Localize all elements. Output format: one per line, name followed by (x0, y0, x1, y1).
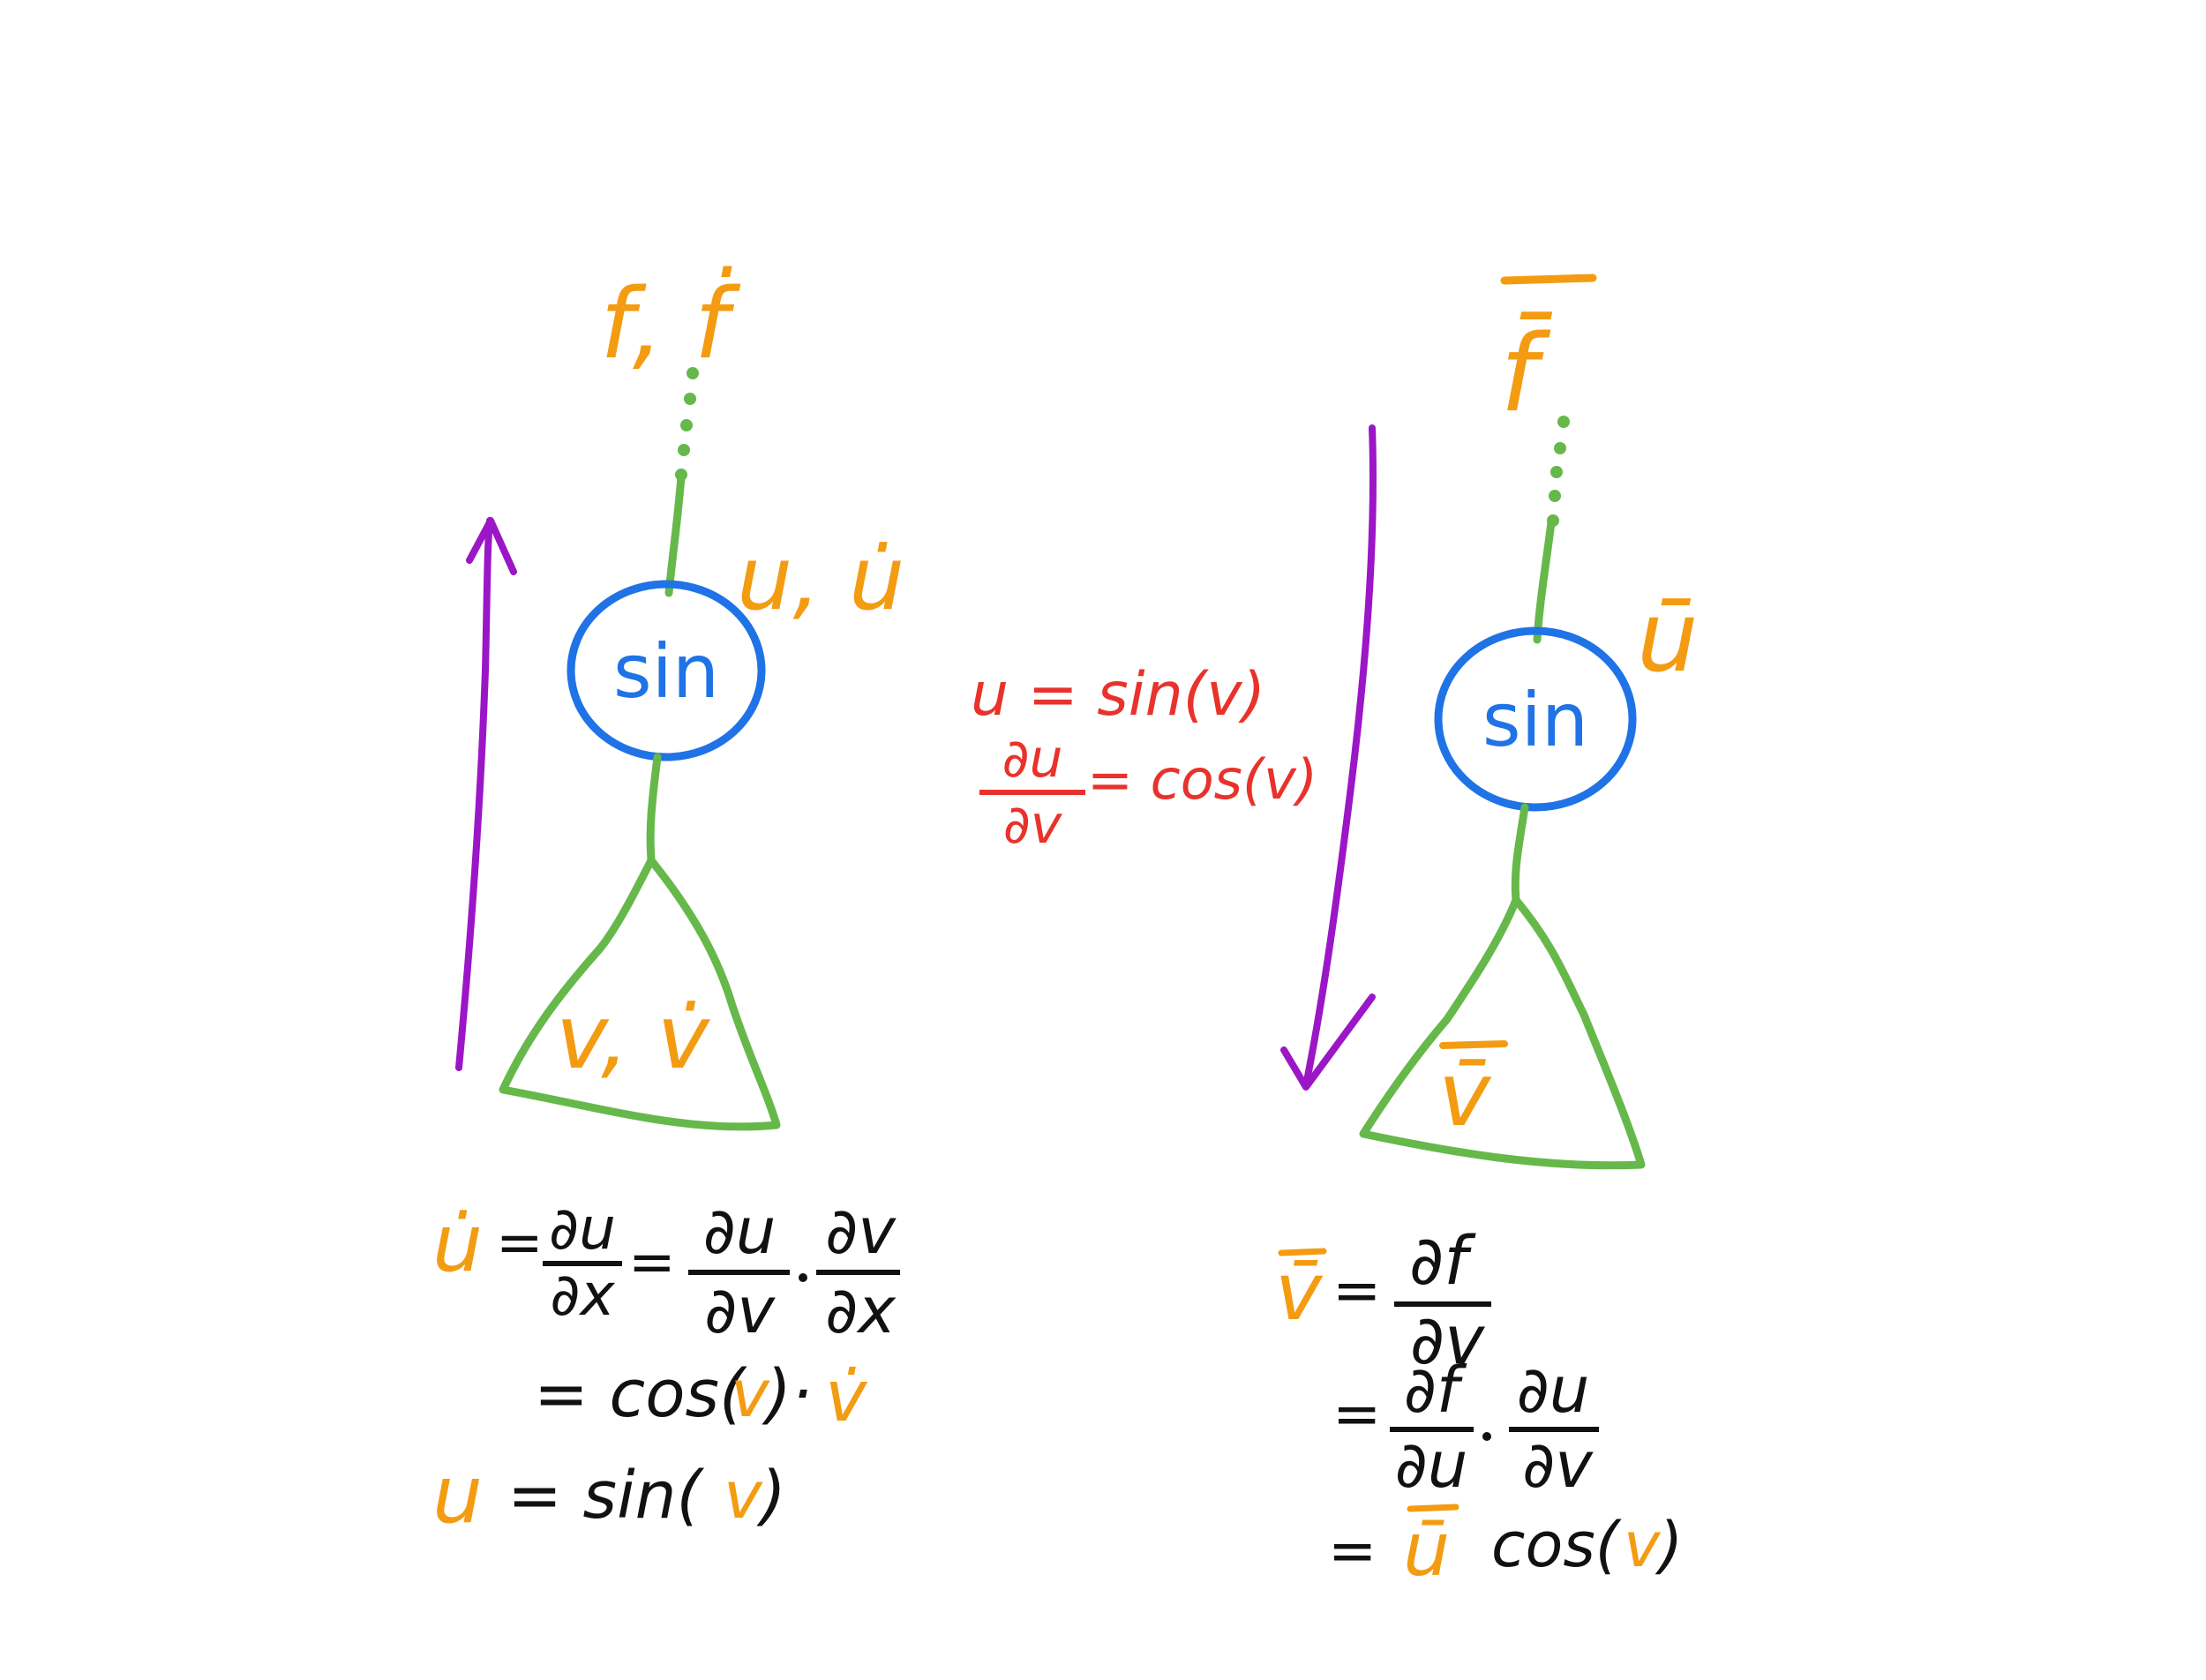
forward-eq1-frac2-den: ∂v (704, 1273, 776, 1347)
reverse-equation-result: = ū cos( v ) (1328, 1504, 1683, 1593)
forward-mode-panel: f, ḟ sin u, u̇ v, v̇ u̇ = ∂u ∂x (432, 266, 904, 1541)
reverse-eq3-arg: v (1624, 1509, 1662, 1581)
forward-eq1-frac2-num: ∂u (703, 1194, 777, 1268)
forward-output-dotted-edge (675, 367, 699, 481)
forward-output-label: f, ḟ (600, 266, 741, 380)
reverse-input-bar (1439, 1040, 1508, 1049)
forward-eq1-equals-2: = (628, 1230, 676, 1295)
reverse-eq1-den: ∂v (1410, 1301, 1485, 1379)
reverse-output-bar (1500, 274, 1597, 285)
forward-direction-arrow-icon (455, 517, 517, 1071)
reverse-sin-node: sin (1434, 626, 1637, 812)
reverse-eq1-lhs: v̄ (1275, 1246, 1324, 1339)
derivative-note: u = sin(v) ∂u ∂v = cos(v) (971, 660, 1317, 856)
forward-equation-tangent: u̇ = ∂u ∂x = ∂u ∂v ∂v ∂x (432, 1194, 900, 1347)
forward-eq1-equals-1: = (496, 1211, 544, 1276)
forward-equation-primal: u = sin( v ) (432, 1449, 786, 1541)
forward-output-edge (664, 472, 686, 597)
reverse-eq2-frac2-den: ∂v (1522, 1428, 1594, 1502)
reverse-sin-node-label: sin (1482, 677, 1588, 763)
reverse-eq3-mid: cos( (1491, 1509, 1622, 1581)
forward-eq2-vdot: v̇ (825, 1355, 868, 1437)
derivative-note-line2-rhs: = cos(v) (1087, 747, 1317, 812)
forward-equation-cos: = cos( v )· v̇ (534, 1355, 868, 1437)
reverse-mode-panel: f̄ sin ū v̄ v̄ = ∂f (1275, 274, 1699, 1593)
forward-eq1-frac3-num: ∂v (825, 1194, 897, 1268)
reverse-eq2-frac1-den: ∂u (1395, 1428, 1468, 1502)
reverse-output-label: f̄ (1500, 311, 1552, 436)
derivative-note-line1: u = sin(v) (971, 660, 1265, 730)
reverse-eq3-suffix: ) (1654, 1509, 1683, 1581)
reverse-eq3-ubar: ū (1403, 1506, 1450, 1593)
reverse-output-edge (1533, 518, 1556, 644)
reverse-eq1-num: ∂f (1409, 1221, 1476, 1300)
forward-eq1-lhs: u̇ (432, 1197, 483, 1290)
forward-eq3-suffix: ) (756, 1458, 786, 1534)
reverse-eq3-equals: = (1328, 1517, 1377, 1585)
forward-eq3-arg: v (724, 1458, 763, 1534)
derivative-note-frac-num: ∂u (1002, 728, 1062, 790)
forward-input-value: v, v̇ (556, 986, 711, 1089)
reverse-eq1-equals: = (1332, 1256, 1381, 1324)
forward-input-edge (646, 753, 662, 865)
reverse-output-dotted-edge (1547, 416, 1570, 527)
reverse-input-edge (1511, 803, 1529, 904)
forward-eq2-prefix: = cos( (534, 1356, 747, 1432)
reverse-eq2-frac2-num: ∂u (1517, 1353, 1590, 1427)
forward-eq2-suffix: )· (762, 1356, 812, 1432)
reverse-eq2-equals: = (1332, 1380, 1381, 1448)
forward-node-value: u, u̇ (737, 527, 904, 630)
reverse-equation-chain: = ∂f ∂u ∂u ∂v (1332, 1353, 1599, 1502)
forward-eq3-lhs: u (432, 1449, 483, 1541)
derivative-note-frac-den: ∂v (1003, 794, 1063, 856)
forward-eq1-frac3-den: ∂x (825, 1273, 897, 1347)
forward-eq2-arg: v (731, 1356, 770, 1432)
reverse-input-value: v̄ (1438, 1043, 1492, 1146)
forward-eq1-frac1-den: ∂x (550, 1261, 615, 1329)
forward-sin-node: sin (567, 580, 766, 761)
forward-input-subgraph (499, 856, 781, 1131)
reverse-direction-arrow-icon (1280, 424, 1377, 1091)
forward-eq3-mid: = sin( (507, 1458, 705, 1534)
reverse-eq2-frac1-num: ∂f (1404, 1353, 1467, 1427)
forward-eq1-frac1-num: ∂u (549, 1195, 616, 1263)
forward-sin-node-label: sin (613, 628, 719, 715)
reverse-equation-adjoint: v̄ = ∂f ∂v (1275, 1221, 1491, 1379)
reverse-input-subgraph (1359, 896, 1646, 1170)
reverse-node-value: ū (1637, 581, 1699, 694)
